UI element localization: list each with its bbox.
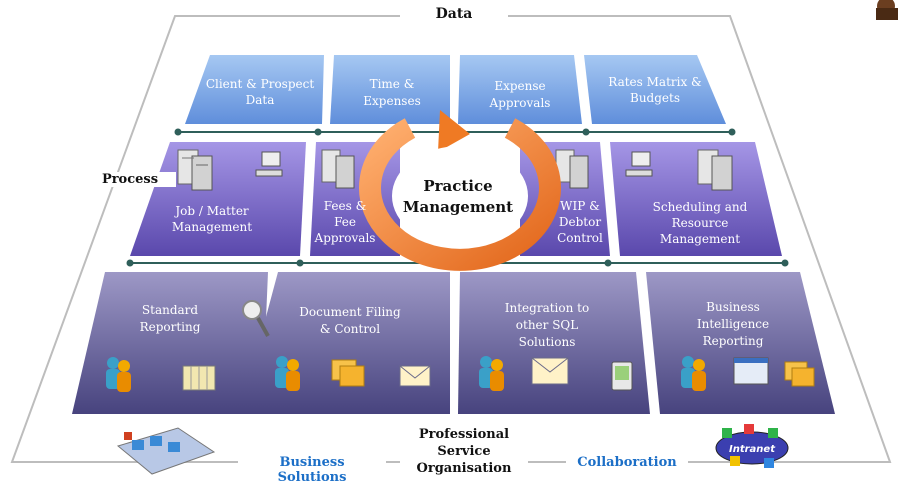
solutions-cell-integration xyxy=(458,272,650,414)
solutions-cell-label: other SQL xyxy=(516,318,578,332)
mail-icon xyxy=(399,365,431,387)
computer-icon xyxy=(255,151,283,177)
collaboration-label: Collaboration xyxy=(566,455,688,470)
organisation-label: Professional Service Organisation xyxy=(400,426,528,477)
data-cell-label: Expenses xyxy=(363,94,420,108)
organisation-label-line3: Organisation xyxy=(416,461,512,476)
solutions-cell-label: Business xyxy=(706,300,760,314)
outer-frame xyxy=(10,15,892,463)
solutions-cell-label: Integration to xyxy=(505,301,589,315)
process-cell-scheduling xyxy=(610,142,782,256)
data-axis-label: Data xyxy=(400,6,508,22)
process-cell-label: Resource xyxy=(672,216,729,230)
data-cell-label: Approvals xyxy=(489,96,551,110)
users-icon xyxy=(106,357,131,392)
report-icon xyxy=(182,365,216,391)
data-cell-label: Time & xyxy=(370,77,415,91)
process-cell-label: Job / Matter xyxy=(173,204,249,218)
process-cell-label: Fee xyxy=(334,215,356,229)
solutions-cell-document xyxy=(240,272,450,414)
solutions-cell-standard xyxy=(72,272,268,414)
pda-icon xyxy=(611,361,633,391)
users-icon xyxy=(681,356,706,391)
process-cell-label: Approvals xyxy=(314,231,376,245)
computer-icon xyxy=(625,151,653,177)
data-cell-expense xyxy=(458,55,582,124)
solutions-cell-label: Standard xyxy=(142,303,198,317)
server-icon xyxy=(321,149,355,189)
practice-management-cycle-arrow xyxy=(359,110,561,271)
data-cell-label: Data xyxy=(246,93,275,107)
data-cell-client xyxy=(185,55,324,124)
web-page-icon xyxy=(733,357,769,385)
divider-dot xyxy=(582,128,590,136)
process-cell-label: Scheduling and xyxy=(653,200,748,214)
divider-dot xyxy=(728,128,736,136)
process-cell-label: Control xyxy=(557,231,603,245)
business-solutions-label: Business Solutions xyxy=(238,455,386,485)
network-devices-icon xyxy=(116,427,216,475)
solutions-cell-label: Reporting xyxy=(140,320,201,334)
divider-dot xyxy=(126,259,134,267)
data-cell-label: Expense xyxy=(494,79,545,93)
divider-dot xyxy=(604,259,612,267)
folders-icon xyxy=(331,359,365,387)
person-figure-partial xyxy=(876,0,898,20)
organisation-label-line2: Service xyxy=(437,444,491,459)
process-cell-label: Fees & xyxy=(324,199,367,213)
intranet-label: Intranet xyxy=(729,444,776,455)
center-title-line1: Practice xyxy=(423,177,492,195)
divider-dot xyxy=(296,259,304,267)
users-icon xyxy=(479,356,504,391)
organisation-label-line1: Professional xyxy=(418,427,510,442)
data-cell-label: Rates Matrix & xyxy=(608,75,702,89)
data-cell-label: Budgets xyxy=(630,91,680,105)
process-cell-label: Debtor xyxy=(559,215,601,229)
data-cell-label: Client & Prospect xyxy=(206,77,315,91)
center-title-line2: Management xyxy=(403,198,513,216)
server-icon xyxy=(697,149,733,191)
solutions-cell-label: & Control xyxy=(320,322,380,336)
magnifier-icon xyxy=(242,300,270,337)
solutions-cell-label: Reporting xyxy=(703,334,764,348)
divider-dot xyxy=(781,259,789,267)
solutions-cell-label: Solutions xyxy=(519,335,576,349)
server-icon xyxy=(177,149,213,191)
process-axis-label: Process xyxy=(84,172,176,187)
server-icon xyxy=(555,149,589,189)
divider-dot xyxy=(314,128,322,136)
mail-icon xyxy=(531,357,569,385)
data-cell-time xyxy=(330,55,450,124)
process-cell-label: Management xyxy=(172,220,252,234)
users-icon xyxy=(275,356,300,391)
solutions-cell-label: Document Filing xyxy=(299,305,401,319)
solutions-cell-label: Intelligence xyxy=(697,317,769,331)
data-row xyxy=(185,55,726,124)
folders-icon xyxy=(784,361,815,387)
process-cell-label: WIP & xyxy=(560,199,600,213)
divider-dot xyxy=(174,128,182,136)
process-cell-label: Management xyxy=(660,232,740,246)
data-cell-rates xyxy=(584,55,726,124)
intranet-icon: Intranet xyxy=(715,424,789,468)
